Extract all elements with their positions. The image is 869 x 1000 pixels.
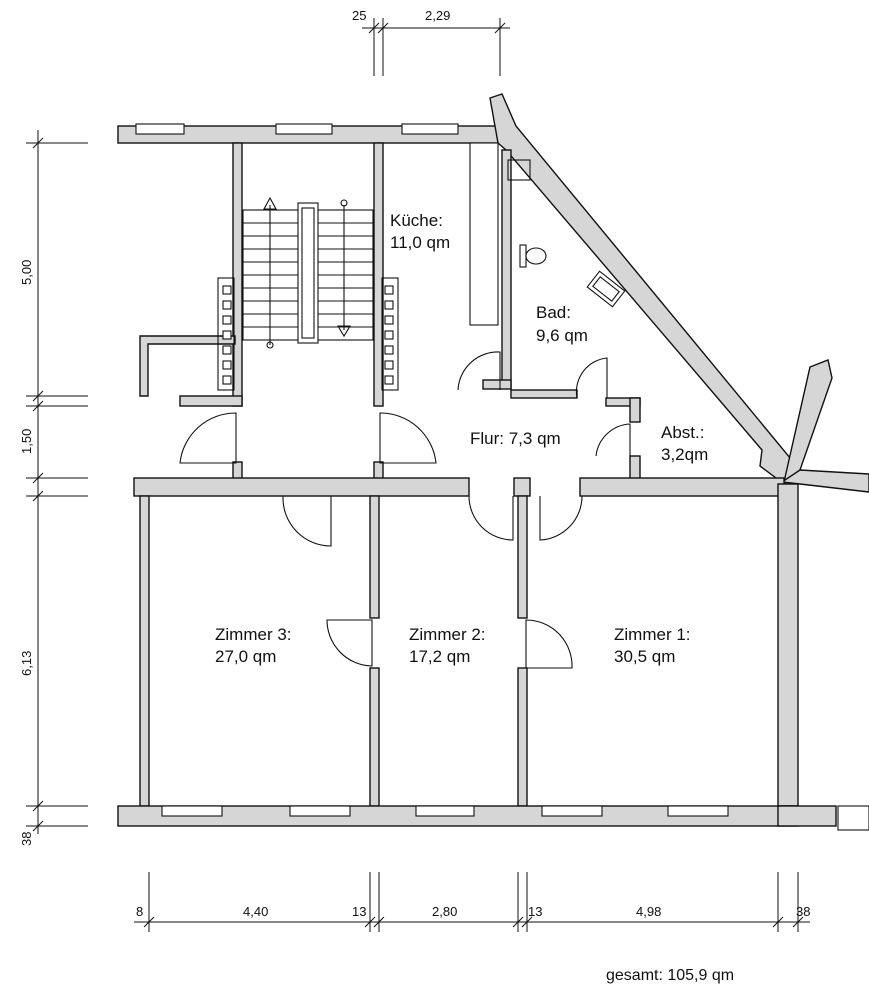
dimension-lines — [26, 18, 810, 932]
dim-left-613: 6,13 — [19, 651, 34, 676]
room-kueche-area: 11,0 qm — [390, 233, 450, 252]
room-kueche-name: Küche: — [390, 211, 443, 230]
staircase — [217, 196, 399, 391]
kitchen-counter — [469, 142, 499, 326]
room-zimmer3-area: 27,0 qm — [215, 647, 276, 666]
room-zimmer3-name: Zimmer 3: — [215, 625, 292, 644]
room-labels: Küche: 11,0 qm Bad: 9,6 qm Flur: 7,3 qm … — [215, 211, 708, 666]
dim-left-150: 1,50 — [19, 429, 34, 454]
room-bad-area: 9,6 qm — [536, 326, 588, 345]
dim-top-25: 25 — [352, 8, 366, 23]
dim-bottom-8: 8 — [136, 904, 143, 919]
dim-bottom-13a: 13 — [352, 904, 366, 919]
room-zimmer1-name: Zimmer 1: — [614, 625, 691, 644]
dim-bottom-38: 38 — [796, 904, 810, 919]
sink — [586, 270, 626, 308]
toilet — [519, 244, 527, 268]
windows — [135, 123, 869, 831]
dim-left-38: 38 — [19, 832, 34, 846]
room-zimmer2-area: 17,2 qm — [409, 647, 470, 666]
room-flur-label: Flur: 7,3 qm — [470, 429, 561, 448]
fixtures — [469, 142, 626, 326]
dimension-labels: 25 2,29 5,00 1,50 6,13 38 8 4,40 13 2,80… — [19, 8, 810, 919]
total-area: gesamt: 105,9 qm — [606, 967, 734, 984]
walls — [117, 93, 869, 827]
room-zimmer2-name: Zimmer 2: — [409, 625, 486, 644]
room-abst-name: Abst.: — [661, 423, 704, 442]
dim-bottom-280: 2,80 — [432, 904, 457, 919]
dim-left-500: 5,00 — [19, 260, 34, 285]
doors — [179, 351, 631, 669]
dim-top-229: 2,29 — [425, 8, 450, 23]
dim-bottom-13b: 13 — [528, 904, 542, 919]
room-zimmer1-area: 30,5 qm — [614, 647, 675, 666]
dim-bottom-440: 4,40 — [243, 904, 268, 919]
room-abst-area: 3,2qm — [661, 445, 708, 464]
dim-bottom-498: 4,98 — [636, 904, 661, 919]
room-bad-name: Bad: — [536, 303, 571, 322]
